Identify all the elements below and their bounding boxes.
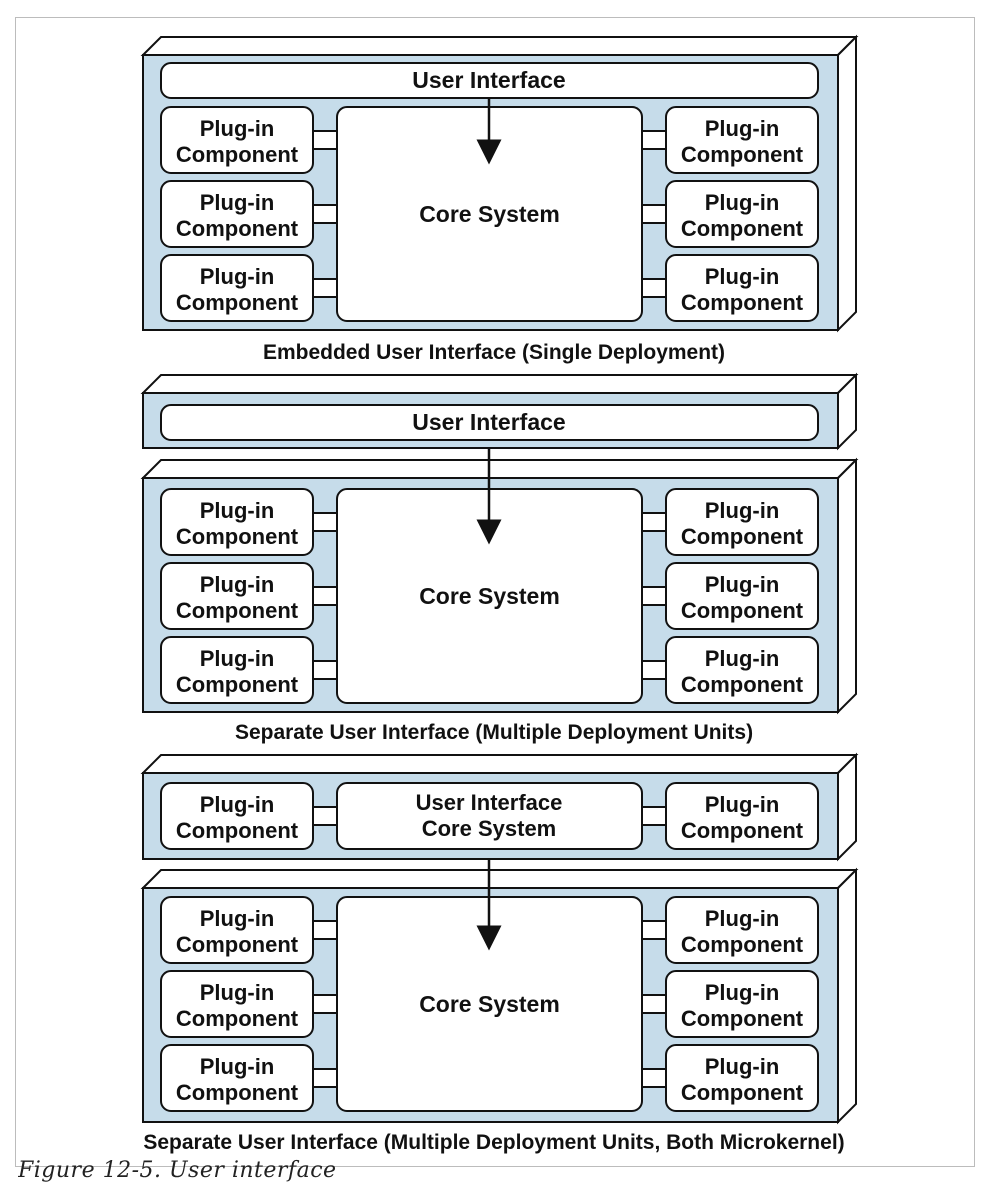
- figure-caption: Figure 12-5. User interface: [18, 1158, 337, 1183]
- plugin-label-line1: Plug-in: [705, 980, 780, 1005]
- plugin-label-line2: Component: [176, 290, 299, 315]
- panel-embedded-top-face: [140, 36, 859, 56]
- panel-core-top-face: [140, 459, 859, 479]
- plugin-connector: [641, 806, 667, 826]
- plugin-connector: [312, 920, 338, 940]
- architecture-diagram: User InterfacePlug-inComponentPlug-inCom…: [140, 34, 859, 1154]
- section-caption: Separate User Interface (Multiple Deploy…: [143, 1131, 844, 1154]
- panel-core-side-face: [837, 867, 857, 1125]
- plugin-label-line2: Component: [176, 672, 299, 697]
- panel-ui-top-face: [140, 374, 859, 394]
- core-system-label: Core System: [419, 201, 560, 227]
- ui-core-label-line2: Core System: [422, 816, 557, 841]
- panel-core-side-face: [837, 457, 857, 715]
- plugin-label-line1: Plug-in: [200, 980, 275, 1005]
- panel-core-top-face: [140, 869, 859, 889]
- plugin-label-line1: Plug-in: [705, 572, 780, 597]
- plugin-label-line1: Plug-in: [705, 190, 780, 215]
- section-caption: Separate User Interface (Multiple Deploy…: [235, 721, 753, 744]
- plugin-label-line2: Component: [681, 142, 804, 167]
- plugin-label-line1: Plug-in: [200, 906, 275, 931]
- plugin-label-line1: Plug-in: [705, 116, 780, 141]
- plugin-label-line2: Component: [176, 1006, 299, 1031]
- plugin-label-line1: Plug-in: [200, 572, 275, 597]
- diagram-text: User InterfacePlug-inComponentPlug-inCom…: [143, 67, 844, 1154]
- section-caption: Embedded User Interface (Single Deployme…: [263, 341, 725, 364]
- component-boxes: [160, 62, 819, 1112]
- plugin-connector: [641, 130, 667, 150]
- plugin-label-line2: Component: [681, 216, 804, 241]
- plugin-label-line1: Plug-in: [200, 646, 275, 671]
- plugin-label-line2: Component: [681, 290, 804, 315]
- plugin-connector: [641, 994, 667, 1014]
- plugin-label-line2: Component: [681, 818, 804, 843]
- plugin-label-line2: Component: [176, 1080, 299, 1105]
- plugin-connector: [641, 586, 667, 606]
- plugin-label-line2: Component: [681, 932, 804, 957]
- plugin-label-line2: Component: [176, 142, 299, 167]
- plugin-connector: [641, 920, 667, 940]
- ui-core-label-line1: User Interface: [416, 790, 563, 815]
- plugin-label-line2: Component: [176, 818, 299, 843]
- plugin-label-line1: Plug-in: [705, 792, 780, 817]
- plugin-connector: [312, 130, 338, 150]
- plugin-connector: [641, 660, 667, 680]
- plugin-connector: [312, 994, 338, 1014]
- plugin-connector: [641, 512, 667, 532]
- user-interface-label: User Interface: [412, 409, 565, 435]
- plugin-connector: [641, 1068, 667, 1088]
- plugin-connector: [312, 278, 338, 298]
- plugin-connector: [312, 660, 338, 680]
- plugin-label-line1: Plug-in: [705, 646, 780, 671]
- plugin-connector: [312, 204, 338, 224]
- user-interface-label: User Interface: [412, 67, 565, 93]
- plugin-label-line1: Plug-in: [705, 906, 780, 931]
- plugin-label-line1: Plug-in: [200, 264, 275, 289]
- plugin-label-line1: Plug-in: [705, 1054, 780, 1079]
- plugin-label-line1: Plug-in: [705, 264, 780, 289]
- plugin-label-line1: Plug-in: [200, 116, 275, 141]
- figure-frame: [15, 17, 975, 1167]
- plugin-label-line2: Component: [176, 524, 299, 549]
- plugin-label-line2: Component: [681, 672, 804, 697]
- plugin-label-line1: Plug-in: [200, 792, 275, 817]
- plugin-label-line1: Plug-in: [200, 498, 275, 523]
- plugin-connector: [312, 806, 338, 826]
- plugin-label-line1: Plug-in: [705, 498, 780, 523]
- panel-embedded-side-face: [837, 34, 857, 333]
- plugin-connector: [312, 512, 338, 532]
- plugin-connector: [312, 586, 338, 606]
- plugin-label-line2: Component: [681, 1006, 804, 1031]
- plugin-connector: [641, 204, 667, 224]
- plugin-label-line1: Plug-in: [200, 190, 275, 215]
- plugin-connector: [312, 1068, 338, 1088]
- plugin-label-line2: Component: [681, 1080, 804, 1105]
- plugin-label-line2: Component: [176, 598, 299, 623]
- user-interface-bar: [160, 404, 819, 441]
- core-system-label: Core System: [419, 991, 560, 1017]
- panel-ui-microkernel-top-face: [140, 754, 859, 774]
- core-system-label: Core System: [419, 583, 560, 609]
- plugin-label-line2: Component: [681, 524, 804, 549]
- plugin-label-line2: Component: [176, 216, 299, 241]
- panel-ui-microkernel-side-face: [837, 752, 857, 862]
- plugin-label-line2: Component: [681, 598, 804, 623]
- plugin-label-line1: Plug-in: [200, 1054, 275, 1079]
- plugin-label-line2: Component: [176, 932, 299, 957]
- plugin-connector: [641, 278, 667, 298]
